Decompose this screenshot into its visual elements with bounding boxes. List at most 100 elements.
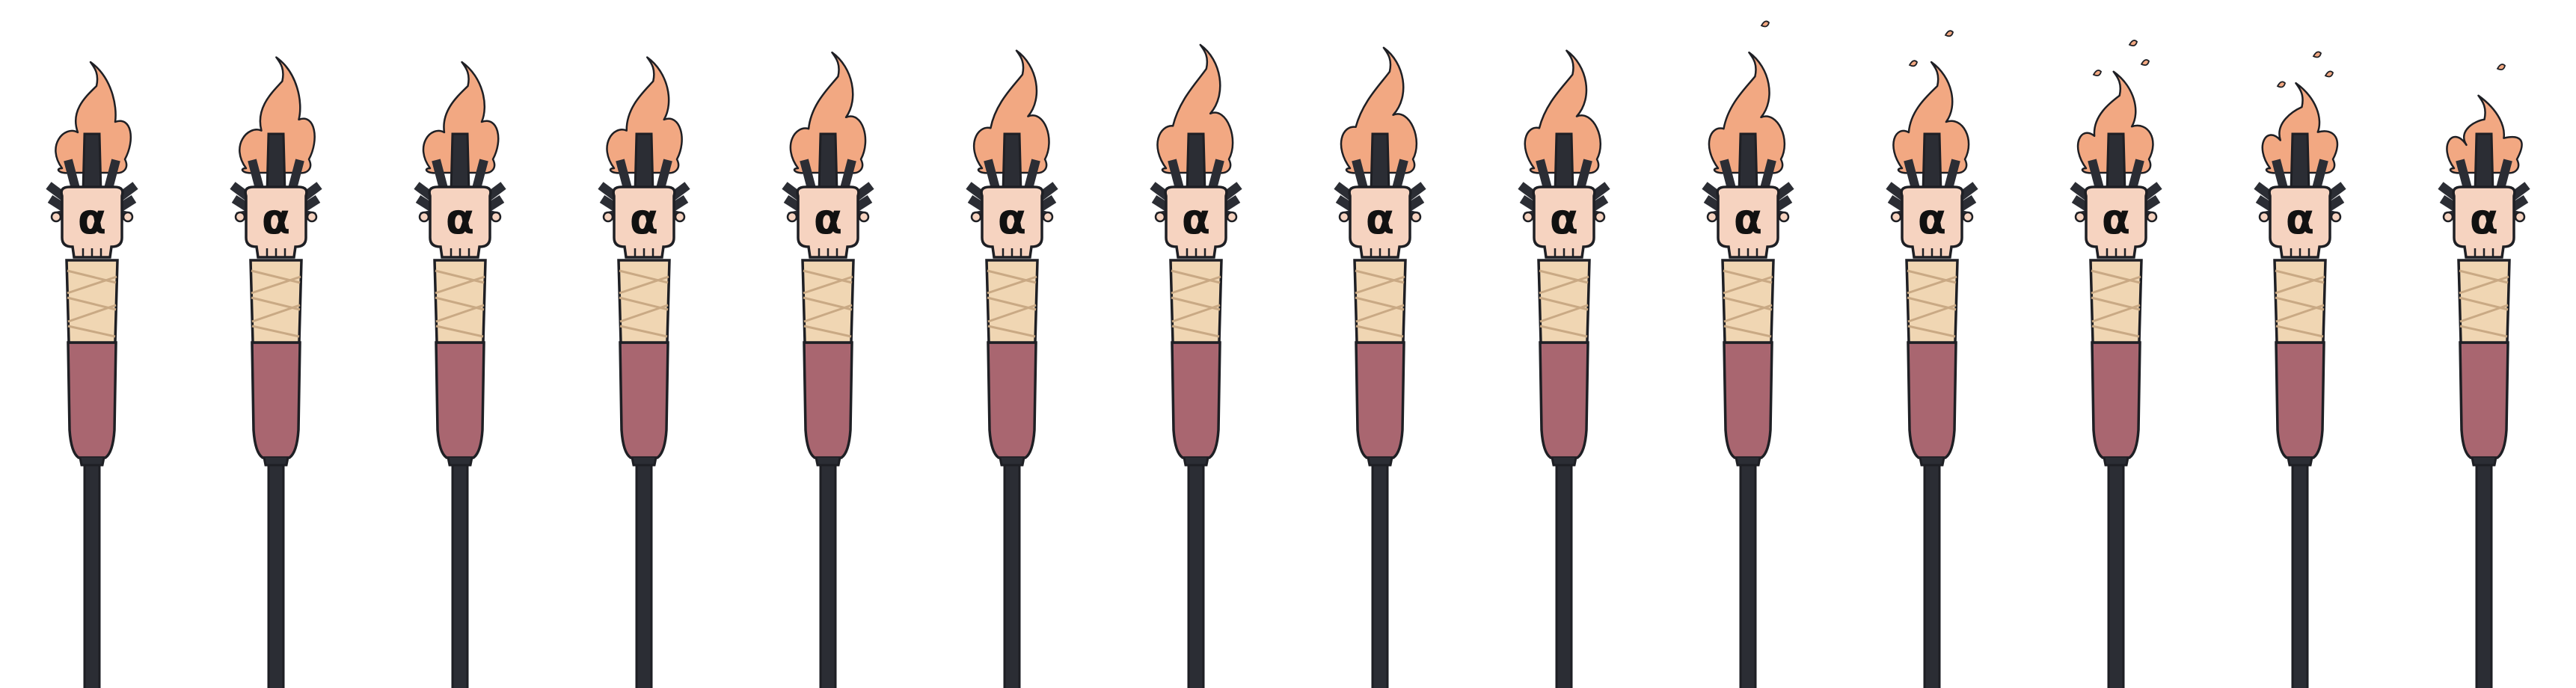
crown-spike xyxy=(64,159,80,190)
torch-pole xyxy=(267,447,285,688)
skull-bolt xyxy=(1522,211,1534,223)
flame xyxy=(1524,49,1601,174)
torch-frame: α xyxy=(1104,0,1288,688)
skull-bolt xyxy=(1706,211,1718,223)
torch-pole xyxy=(1555,447,1573,688)
torch-handle xyxy=(251,341,301,459)
wrap-band xyxy=(1539,304,1589,323)
torch-handle xyxy=(1355,341,1405,459)
skull-emblem: α xyxy=(630,195,658,244)
wrap-band xyxy=(67,325,116,338)
torch-frame: α xyxy=(368,0,552,688)
ember xyxy=(2312,51,2322,58)
torch-pole xyxy=(2475,447,2493,688)
ember xyxy=(1944,30,1954,37)
wrap-band xyxy=(987,325,1036,338)
crown-spike xyxy=(840,159,856,190)
wrap-band xyxy=(251,325,300,338)
torch-handle xyxy=(1907,341,1957,459)
torch-handle xyxy=(67,341,117,459)
torch-handle xyxy=(1171,341,1221,459)
wrap-band xyxy=(251,275,301,295)
skull-emblem: α xyxy=(446,195,474,244)
handle-collar xyxy=(1551,457,1577,467)
crown-spike xyxy=(1352,159,1368,190)
wrap-band xyxy=(1171,325,1220,338)
handle-collar xyxy=(1183,457,1209,467)
torch-handle xyxy=(803,341,853,459)
wrap-band xyxy=(67,304,117,323)
skull-head xyxy=(1164,185,1228,259)
flame xyxy=(55,61,132,174)
wrap-band xyxy=(67,275,117,295)
wrap-band xyxy=(1907,275,1957,295)
torch-pole xyxy=(83,447,101,688)
flame xyxy=(973,49,1050,174)
crown-spike xyxy=(472,159,488,190)
ember xyxy=(2140,59,2150,67)
wrap-band xyxy=(2275,275,2325,295)
wick-post xyxy=(2474,132,2494,193)
wrap-band xyxy=(435,325,484,338)
torch-sprite: α xyxy=(782,51,874,688)
wrap-band xyxy=(1171,304,1221,323)
ember xyxy=(2496,64,2506,71)
torch-frame: α xyxy=(184,0,368,688)
wick-post xyxy=(818,132,838,193)
torch-handle xyxy=(1539,341,1589,459)
handle-collar xyxy=(263,457,289,467)
crown-spike xyxy=(432,159,448,190)
torch-sprite: α xyxy=(1702,20,1794,688)
wick-post xyxy=(2106,132,2126,193)
torch-pole xyxy=(1371,447,1389,688)
crown-spike xyxy=(2496,159,2512,190)
crown-spike xyxy=(1208,159,1224,190)
crown-spike xyxy=(288,159,304,190)
skull-bolt xyxy=(2146,211,2158,223)
torch-handle xyxy=(2091,341,2141,459)
skull-head xyxy=(428,185,492,259)
crown-spike xyxy=(984,159,1000,190)
wick-post xyxy=(82,132,102,193)
flame xyxy=(789,51,867,174)
crown-spike xyxy=(1944,159,1960,190)
skull-emblem: α xyxy=(1550,195,1578,244)
wrap-band xyxy=(2091,275,2141,295)
flame xyxy=(422,61,500,174)
torch-sprite: α xyxy=(1150,43,1242,688)
ember xyxy=(1908,60,1918,67)
wick-post xyxy=(1738,132,1758,193)
wrap-band xyxy=(987,304,1037,323)
wrap-band xyxy=(1171,275,1221,295)
ember xyxy=(1760,20,1770,28)
skull-bolt xyxy=(970,211,982,223)
torch-handle xyxy=(987,341,1037,459)
skull-head xyxy=(244,185,308,259)
torch-sprite: α xyxy=(2254,51,2346,688)
torch-sprite: α xyxy=(46,61,138,688)
skull-emblem: α xyxy=(2102,195,2130,244)
skull-bolt xyxy=(1226,211,1238,223)
skull-head xyxy=(796,185,860,259)
torch-frame: α xyxy=(1472,0,1656,688)
skull-bolt xyxy=(1594,211,1606,223)
torch-handle xyxy=(435,341,485,459)
skull-bolt xyxy=(418,211,430,223)
skull-head xyxy=(612,185,676,259)
wick-post xyxy=(1554,132,1574,193)
skull-head xyxy=(2084,185,2148,259)
skull-emblem: α xyxy=(2286,195,2314,244)
wrap-band xyxy=(1355,275,1405,295)
skull-bolt xyxy=(234,211,246,223)
skull-head xyxy=(2452,185,2516,259)
skull-emblem: α xyxy=(1918,195,1946,244)
torch-pole xyxy=(1187,447,1205,688)
torch-sprite: α xyxy=(2438,64,2530,688)
handle-collar xyxy=(1919,457,1945,467)
torch-pole xyxy=(635,447,653,688)
wrap-band xyxy=(1723,275,1773,295)
skull-bolt xyxy=(1338,211,1350,223)
torch-pole xyxy=(1923,447,1941,688)
wrap-band xyxy=(1907,304,1957,323)
crown-spike xyxy=(1168,159,1184,190)
